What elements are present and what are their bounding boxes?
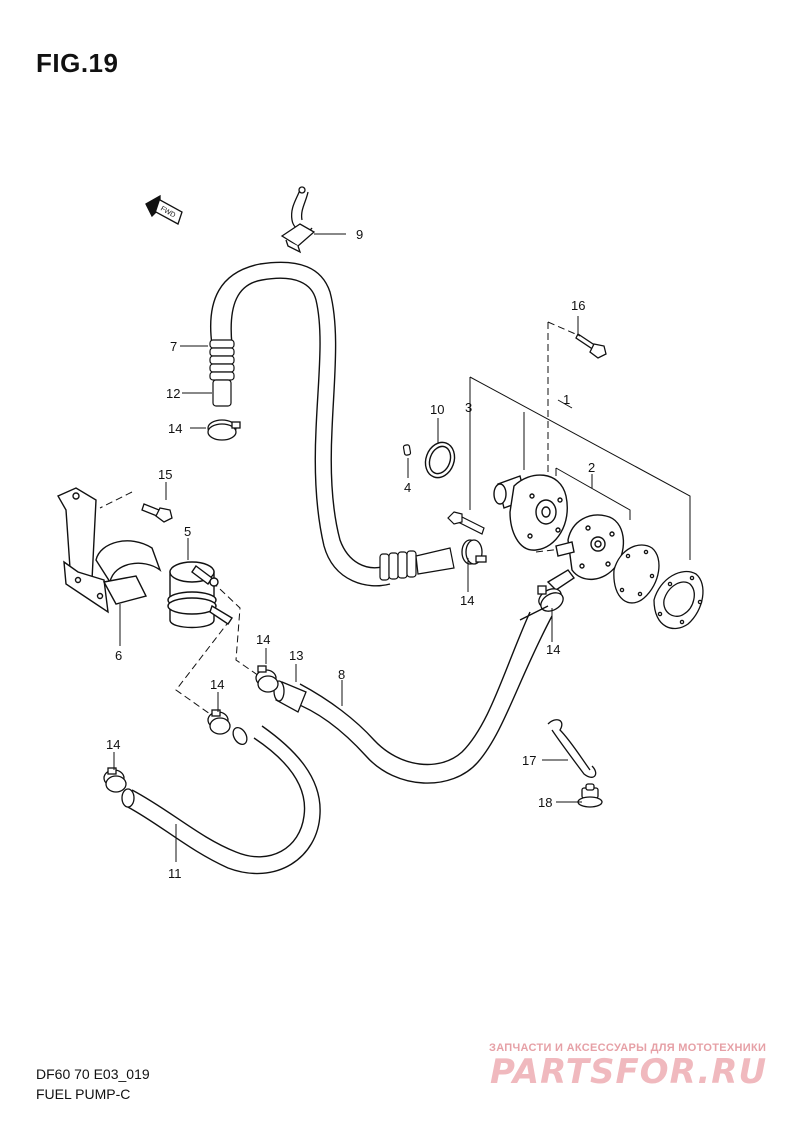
callout-15: 15: [158, 467, 172, 482]
callout-17: 17: [522, 753, 536, 768]
clamp-14-filter-inlet: [207, 709, 231, 735]
callout-2: 2: [588, 460, 595, 475]
callout-14-filter-outlet: 14: [256, 632, 270, 647]
clamp-14-hose-end: [103, 767, 127, 793]
pin-4: [402, 444, 412, 456]
hose-7: [210, 261, 391, 587]
clamp-14-filter-outlet: [255, 665, 279, 693]
clamp-14-pump-inlet: [461, 539, 487, 565]
hose-11: [125, 725, 321, 875]
leader-lines: [113, 233, 593, 862]
hose-8: [291, 605, 553, 784]
hose-end-11: [121, 726, 248, 808]
callout-5: 5: [184, 524, 191, 539]
callout-1: 1: [563, 392, 570, 407]
callout-8: 8: [338, 667, 345, 682]
callout-10: 10: [430, 402, 444, 417]
hose-end-corrugated-7b: [379, 547, 455, 581]
callout-13: 13: [289, 648, 303, 663]
bracket-6: [57, 487, 162, 614]
clip-9: [280, 186, 316, 254]
callout-6: 6: [115, 648, 122, 663]
diagram-code: DF60 70 E03_019: [36, 1066, 150, 1082]
callout-4: 4: [404, 480, 411, 495]
fwd-arrow-icon: FWD: [145, 194, 183, 225]
callout-16: 16: [571, 298, 585, 313]
group-bracket: [469, 376, 691, 560]
callout-14-hose-end: 14: [106, 737, 120, 752]
callout-14-filter-inlet: 14: [210, 677, 224, 692]
watermark-tagline: ЗАПЧАСТИ И АКСЕССУАРЫ ДЛЯ МОТОТЕХНИКИ: [489, 1042, 767, 1054]
callout-12: 12: [166, 386, 180, 401]
bolt-16: [575, 333, 607, 359]
fitting-18: [577, 783, 603, 808]
leader-dash: [99, 321, 581, 715]
hose-end-corrugated-7: [209, 339, 235, 407]
fuel-pump-body: [493, 474, 625, 591]
gasket-plates: [613, 544, 704, 630]
callout-7: 7: [170, 339, 177, 354]
callout-14-top: 14: [168, 421, 182, 436]
callout-18: 18: [538, 795, 552, 810]
callout-14-pump-outlet: 14: [546, 642, 560, 657]
bolt-3: [447, 511, 485, 535]
callout-9: 9: [356, 227, 363, 242]
bolt-15: [141, 503, 173, 523]
hose-end-13: [273, 680, 307, 713]
o-ring-10: [424, 441, 456, 479]
callout-14-pump-inlet: 14: [460, 593, 474, 608]
watermark-brand: PARTSFOR.RU: [490, 1052, 768, 1092]
clamp-14-top: [207, 419, 241, 441]
fuel-filter-5: [167, 561, 233, 629]
figure-title: FIG.19: [36, 48, 119, 78]
diagram-name: FUEL PUMP-C: [36, 1086, 131, 1102]
retainer-17: [547, 719, 597, 778]
callout-3: 3: [465, 400, 472, 415]
callout-11: 11: [168, 866, 182, 881]
